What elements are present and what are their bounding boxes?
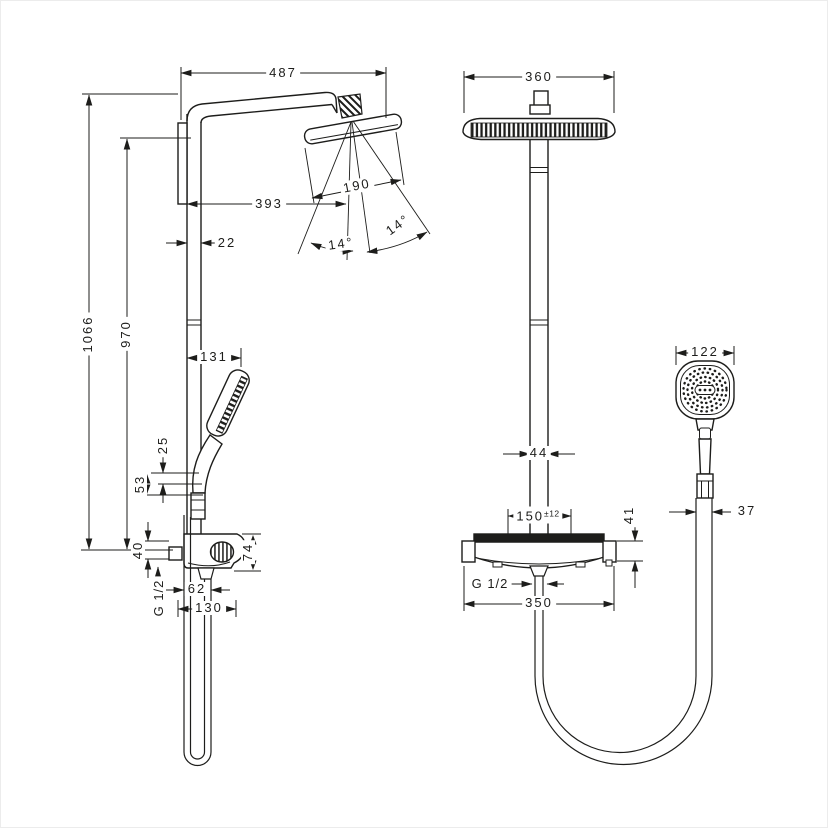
overhead-shower-front bbox=[462, 117, 616, 141]
dim-pipe-depth-label: 22 bbox=[214, 236, 240, 250]
dim-valve-width-label: 350 bbox=[522, 596, 556, 610]
front-view bbox=[461, 71, 735, 766]
arm-connector-front bbox=[529, 90, 551, 115]
dim-hose-width-label: 37 bbox=[734, 504, 760, 518]
front-view-dimensions bbox=[463, 71, 735, 611]
dim-inlet-height-label: 40 bbox=[130, 537, 145, 563]
supply-escutcheon-right bbox=[602, 540, 617, 563]
inlet-thread-label: G 1/2 bbox=[151, 576, 166, 620]
side-view bbox=[81, 67, 431, 767]
valve-side bbox=[168, 533, 246, 580]
hose-front bbox=[534, 498, 713, 766]
dim-valve-height-label: 74 bbox=[240, 539, 255, 565]
dim-pipe-width-label: 44 bbox=[526, 446, 552, 460]
handshower-side bbox=[190, 369, 250, 520]
valve-front bbox=[461, 533, 617, 577]
dim-spray-reach-label: 393 bbox=[252, 197, 286, 211]
dim-holder-gap-upper-label: 25 bbox=[155, 432, 170, 458]
valve-knob bbox=[209, 541, 235, 563]
dim-supply-spacing-label: 150±12 bbox=[513, 506, 563, 524]
handshower-front bbox=[675, 360, 735, 499]
dim-hose-clearance-label: 130 bbox=[192, 601, 226, 615]
dim-rail-height-label: 970 bbox=[118, 317, 133, 351]
valve-outlet-side bbox=[197, 567, 215, 580]
inlet-connector-side bbox=[168, 546, 183, 561]
valve-outlet-front bbox=[529, 565, 549, 577]
supply-spacing-value: 150 bbox=[516, 508, 545, 524]
arm-ball-joint bbox=[337, 93, 363, 119]
supply-spacing-tolerance: ±12 bbox=[544, 508, 560, 519]
dim-overall-width-label: 487 bbox=[266, 66, 300, 80]
shower-arm-side bbox=[186, 91, 338, 124]
dim-head-width-label: 360 bbox=[522, 70, 556, 84]
outlet-thread-label: G 1/2 bbox=[468, 577, 512, 591]
dim-hose-offset-label: 62 bbox=[184, 582, 210, 596]
dim-overall-height-label: 1066 bbox=[80, 312, 95, 356]
dim-handshower-reach-label: 131 bbox=[197, 350, 231, 364]
dim-holder-gap-lower-label: 53 bbox=[132, 471, 147, 497]
wall-plate bbox=[177, 122, 188, 205]
dim-escutcheon-height-label: 41 bbox=[621, 502, 636, 528]
dim-handshower-width-label: 122 bbox=[688, 345, 722, 359]
handshower-button bbox=[699, 427, 711, 440]
supply-escutcheon-left bbox=[461, 540, 476, 563]
shower-column-front bbox=[529, 139, 549, 538]
hose-nut bbox=[696, 473, 714, 499]
